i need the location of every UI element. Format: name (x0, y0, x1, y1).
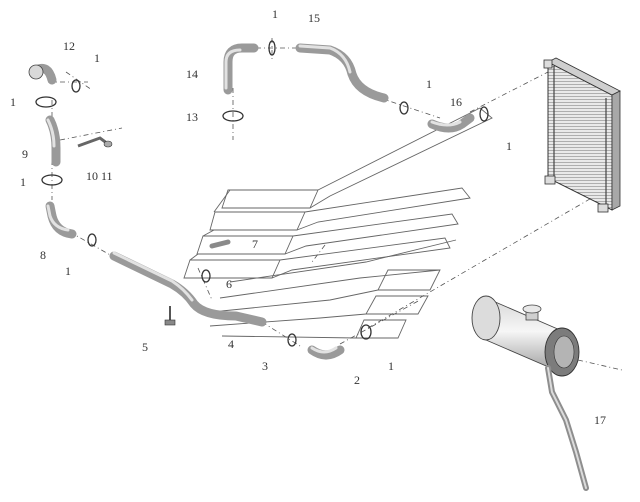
callout-label: 1 (506, 139, 512, 153)
hose-elbow-14 (223, 43, 259, 95)
callout-label: 4 (228, 337, 234, 351)
callout-label: 16 (450, 95, 462, 109)
callout-label: 10 11 (86, 169, 113, 183)
callout-label: 3 (262, 359, 268, 373)
bracket-10-11 (77, 136, 113, 148)
callout-label: 15 (308, 11, 320, 25)
callout-label: 1 (272, 7, 278, 21)
hose-8 (45, 201, 77, 239)
chassis-frame-outline (183, 107, 493, 339)
callout-label: 2 (354, 373, 360, 387)
callout-label: 17 (594, 413, 606, 427)
callout-label: 1 (388, 359, 394, 373)
hose-15 (295, 43, 389, 103)
hose-clamps (35, 40, 489, 347)
coolant-pipe-lower (109, 251, 267, 327)
callout-label: 1 (426, 77, 432, 91)
hose-16 (427, 113, 475, 133)
drain-valve (164, 306, 176, 326)
callout-label: 1 (20, 175, 26, 189)
callout-label: 13 (186, 110, 198, 124)
callout-label: 8 (40, 248, 46, 262)
callout-label: 9 (22, 147, 28, 161)
hose-9 (45, 115, 61, 167)
callout-label: 7 (252, 237, 258, 251)
radiator (543, 57, 621, 213)
hose-12 (28, 63, 57, 85)
callout-labels: 1 15 12 1 14 1 1 16 13 1 9 1 10 11 7 8 1… (10, 7, 606, 427)
callout-label: 1 (65, 264, 71, 278)
callout-label: 6 (226, 277, 232, 291)
callout-label: 12 (63, 39, 75, 53)
callout-label: 14 (186, 67, 198, 81)
hose-7 (209, 239, 231, 249)
callout-label: 1 (10, 95, 16, 109)
expansion-tank (471, 295, 589, 491)
hose-2 (307, 345, 345, 360)
callout-label: 1 (94, 51, 100, 65)
callout-label: 5 (142, 340, 148, 354)
